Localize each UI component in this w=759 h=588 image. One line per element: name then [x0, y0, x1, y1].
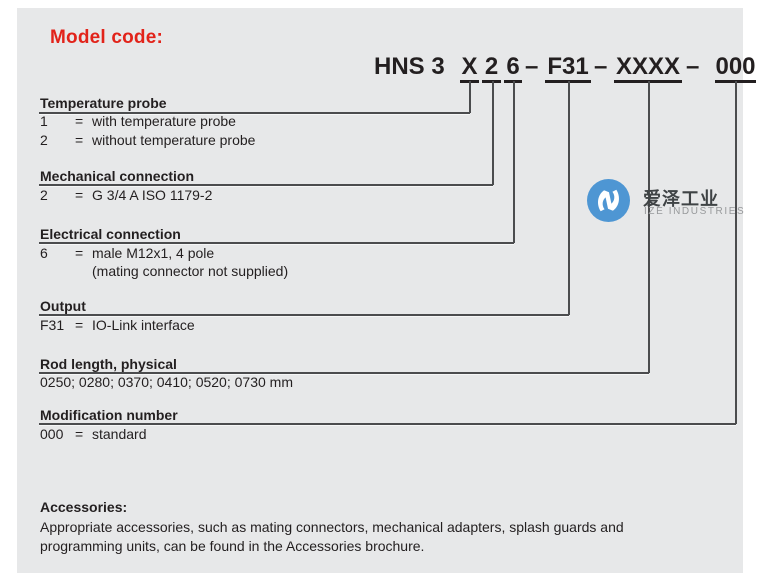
equals-sign [75, 264, 92, 279]
option-code: 2 [40, 132, 48, 148]
logo-english-text: IZE INDUSTRIES [644, 206, 746, 217]
connector-line-modification-number [735, 81, 737, 424]
model-code-dash: – [594, 53, 608, 80]
option-value: G 3/4 A ISO 1179-2 [92, 187, 213, 203]
option-value: with temperature probe [92, 113, 236, 129]
page-title: Model code: [50, 27, 164, 48]
underline-electrical-connection [39, 242, 514, 244]
option-code: 2 [40, 187, 48, 203]
model-code-dash: – [525, 53, 539, 80]
connector-line-temperature-probe [469, 81, 471, 113]
option-value: standard [92, 426, 147, 442]
connector-line-mechanical-connection [492, 81, 494, 185]
ize-industries-logo: 爱泽工业 IZE INDUSTRIES [587, 178, 757, 228]
option-code: F31 [40, 317, 65, 333]
connector-line-output [568, 81, 570, 315]
option-value: male M12x1, 4 pole [92, 245, 215, 261]
model-code-segment-6: 6 [504, 54, 522, 83]
accessories-title: Accessories: [40, 499, 128, 515]
option-code: 1 [40, 113, 48, 129]
option-row: (mating connector not supplied) [40, 264, 288, 279]
model-code-segment-2: 2 [482, 54, 501, 83]
option-code [40, 264, 75, 279]
model-code-segment-x: X [460, 54, 479, 83]
equals-sign: = [75, 113, 84, 129]
underline-modification-number [39, 423, 736, 425]
section-title-modification-number: Modification number [40, 407, 178, 423]
section-title-output: Output [40, 298, 86, 314]
option-row: 6 = male M12x1, 4 pole [40, 246, 214, 261]
option-code: 000 [40, 426, 64, 442]
underline-temperature-probe [39, 112, 470, 114]
connector-line-rod-length [648, 81, 650, 373]
equals-sign: = [75, 426, 84, 442]
option-row: 000 = standard [40, 427, 146, 442]
equals-sign: = [75, 132, 84, 148]
option-row: 2 = without temperature probe [40, 133, 255, 148]
model-code-panel: Model code: HNS 3 X 2 6 – F31 – XXXX – 0… [17, 8, 756, 573]
equals-sign: = [75, 317, 84, 333]
accessories-text-line: Appropriate accessories, such as mating … [40, 519, 624, 535]
option-code: 6 [40, 245, 48, 261]
underline-rod-length [39, 372, 649, 374]
underline-mechanical-connection [39, 184, 493, 186]
rod-length-values: 0250; 0280; 0370; 0410; 0520; 0730 mm [40, 374, 293, 390]
section-title-temperature-probe: Temperature probe [40, 95, 167, 111]
logo-chinese-text: 爱泽工业 [643, 189, 719, 209]
option-value: (mating connector not supplied) [92, 263, 289, 279]
model-code-prefix: HNS 3 [374, 53, 445, 80]
section-title-mechanical-connection: Mechanical connection [40, 168, 195, 184]
equals-sign: = [75, 187, 84, 203]
model-code-segment-000: 000 [715, 54, 756, 83]
connector-line-electrical-connection [513, 81, 515, 243]
model-code-segment-xxxx: XXXX [614, 54, 682, 83]
option-row: 1 = with temperature probe [40, 114, 236, 129]
ize-monogram-icon [587, 179, 630, 222]
option-value: without temperature probe [92, 132, 256, 148]
model-code-segment-f31: F31 [545, 54, 591, 83]
underline-output [39, 314, 569, 316]
equals-sign: = [75, 245, 84, 261]
option-value: IO-Link interface [92, 317, 195, 333]
section-title-rod-length: Rod length, physical [40, 356, 177, 372]
section-title-electrical-connection: Electrical connection [40, 226, 181, 242]
option-row: F31 = IO-Link interface [40, 318, 195, 333]
option-row: 2 = G 3/4 A ISO 1179-2 [40, 188, 212, 203]
model-code-dash: – [686, 53, 700, 80]
accessories-text-line: programming units, can be found in the A… [40, 538, 425, 554]
